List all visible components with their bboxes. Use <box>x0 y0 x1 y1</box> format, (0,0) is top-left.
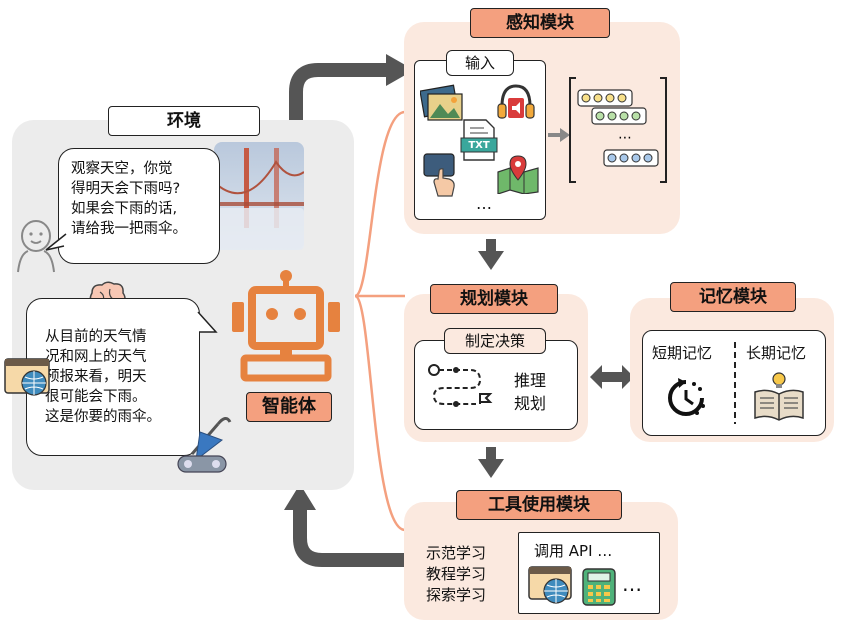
touch-input-icon <box>423 153 455 197</box>
planning-to-tool-arrow <box>478 459 504 478</box>
book-lightbulb-icon <box>754 372 804 421</box>
short-term-memory-label: 短期记忆 <box>652 344 713 362</box>
human-speech-line: 请给我一把雨伞。 <box>71 221 187 237</box>
env-to-perception-arrow <box>289 63 390 128</box>
token-vector-3 <box>603 149 659 167</box>
agent-speech-line: 这是你要的雨伞。 <box>45 409 161 425</box>
agent-bubble-tail <box>196 311 218 334</box>
robot-agent-icon <box>232 270 340 382</box>
agent-label: 智能体 <box>246 392 332 422</box>
token-vector-1 <box>577 89 633 107</box>
web-browser-tool-icon <box>528 566 572 604</box>
planning-memory-arrow <box>590 365 634 389</box>
agent-speech-bubble: 从目前的天气情 况和网上的天气 预报来看，明天 很可能会下雨。 这是你要的雨伞。 <box>26 298 200 456</box>
web-browser-icon <box>4 358 50 396</box>
headphones-audio-icon <box>497 84 535 119</box>
human-speech-line: 观察天空，你觉 <box>71 161 173 177</box>
planning-item-planning: 规划 <box>514 394 547 413</box>
text-document-icon <box>460 119 498 161</box>
agent-speech-line: 预报来看，明天 <box>45 369 147 385</box>
calculator-icon <box>582 568 616 606</box>
umbrella-icon <box>177 417 232 473</box>
memory-module-title: 记忆模块 <box>670 282 796 312</box>
image-icon <box>420 84 463 121</box>
memory-divider <box>734 342 736 424</box>
clock-history-icon <box>668 378 705 416</box>
tool-to-env-arrow <box>293 506 405 567</box>
input-label: 输入 <box>446 50 514 76</box>
map-location-icon <box>497 155 539 194</box>
perception-to-planning-arrow <box>478 251 504 270</box>
human-speech-line: 如果会下雨的话, <box>71 201 178 217</box>
planning-item-reasoning: 推理 <box>514 371 547 390</box>
human-speech-line: 得明天会下雨吗? <box>71 181 181 197</box>
encoding-arrow <box>548 128 570 142</box>
human-user-icon <box>17 220 55 273</box>
human-bubble-tail <box>45 233 67 251</box>
learning-exploration: 探索学习 <box>426 586 487 604</box>
golden-gate-bridge-image <box>214 142 304 250</box>
agent-to-perception-connector <box>354 110 406 298</box>
agent-speech-line: 从目前的天气情 <box>45 329 147 345</box>
learning-tutorial: 教程学习 <box>426 565 487 583</box>
environment-title: 环境 <box>108 106 260 136</box>
perception-module-title: 感知模块 <box>470 8 610 38</box>
api-call-label: 调用 API … <box>534 542 613 560</box>
svg-text:⋯: ⋯ <box>618 130 632 146</box>
long-term-memory-label: 长期记忆 <box>746 344 807 362</box>
token-embeddings: ⋯ <box>569 77 667 183</box>
decision-label: 制定决策 <box>444 328 546 354</box>
learning-demonstration: 示范学习 <box>426 544 487 562</box>
tool-ellipsis: … <box>622 572 642 596</box>
tool-use-module-title: 工具使用模块 <box>456 490 622 520</box>
planning-path-icon <box>428 364 493 407</box>
human-speech-bubble: 观察天空，你觉 得明天会下雨吗? 如果会下雨的话, 请给我一把雨伞。 <box>58 148 220 264</box>
agent-to-tool-connector <box>353 294 406 532</box>
perception-ellipsis: … <box>476 194 492 213</box>
agent-speech-line: 很可能会下雨。 <box>45 389 147 405</box>
token-vector-2 <box>591 107 647 125</box>
agent-speech-line: 况和网上的天气 <box>45 349 147 365</box>
planning-module-title: 规划模块 <box>430 284 558 314</box>
txt-label: TXT <box>468 140 490 151</box>
